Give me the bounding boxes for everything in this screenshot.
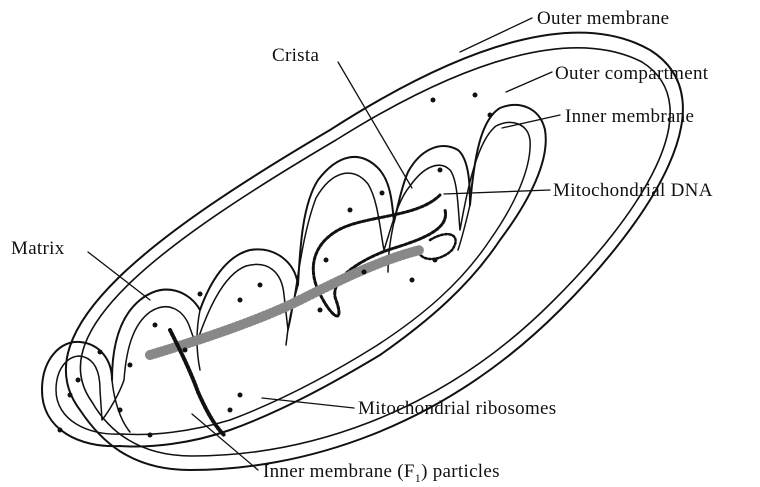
inner-membrane-inner-line bbox=[56, 122, 530, 434]
inner-membrane-particles-label: Inner membrane (F1) particles bbox=[263, 462, 500, 484]
mitochondrial-dna-label: Mitochondrial DNA bbox=[553, 181, 713, 200]
particles-label-suffix: ) particles bbox=[421, 461, 500, 482]
dna-strand bbox=[313, 195, 445, 316]
mitochondrial-ribosomes-label: Mitochondrial ribosomes bbox=[358, 399, 556, 418]
matrix-label: Matrix bbox=[11, 239, 65, 258]
inner-membrane-label: Inner membrane bbox=[565, 107, 694, 126]
particles-label-prefix: Inner membrane (F bbox=[263, 461, 415, 482]
crista-label: Crista bbox=[272, 46, 319, 65]
outer-compartment-label: Outer compartment bbox=[555, 64, 708, 83]
outer-membrane-label: Outer membrane bbox=[537, 9, 669, 28]
